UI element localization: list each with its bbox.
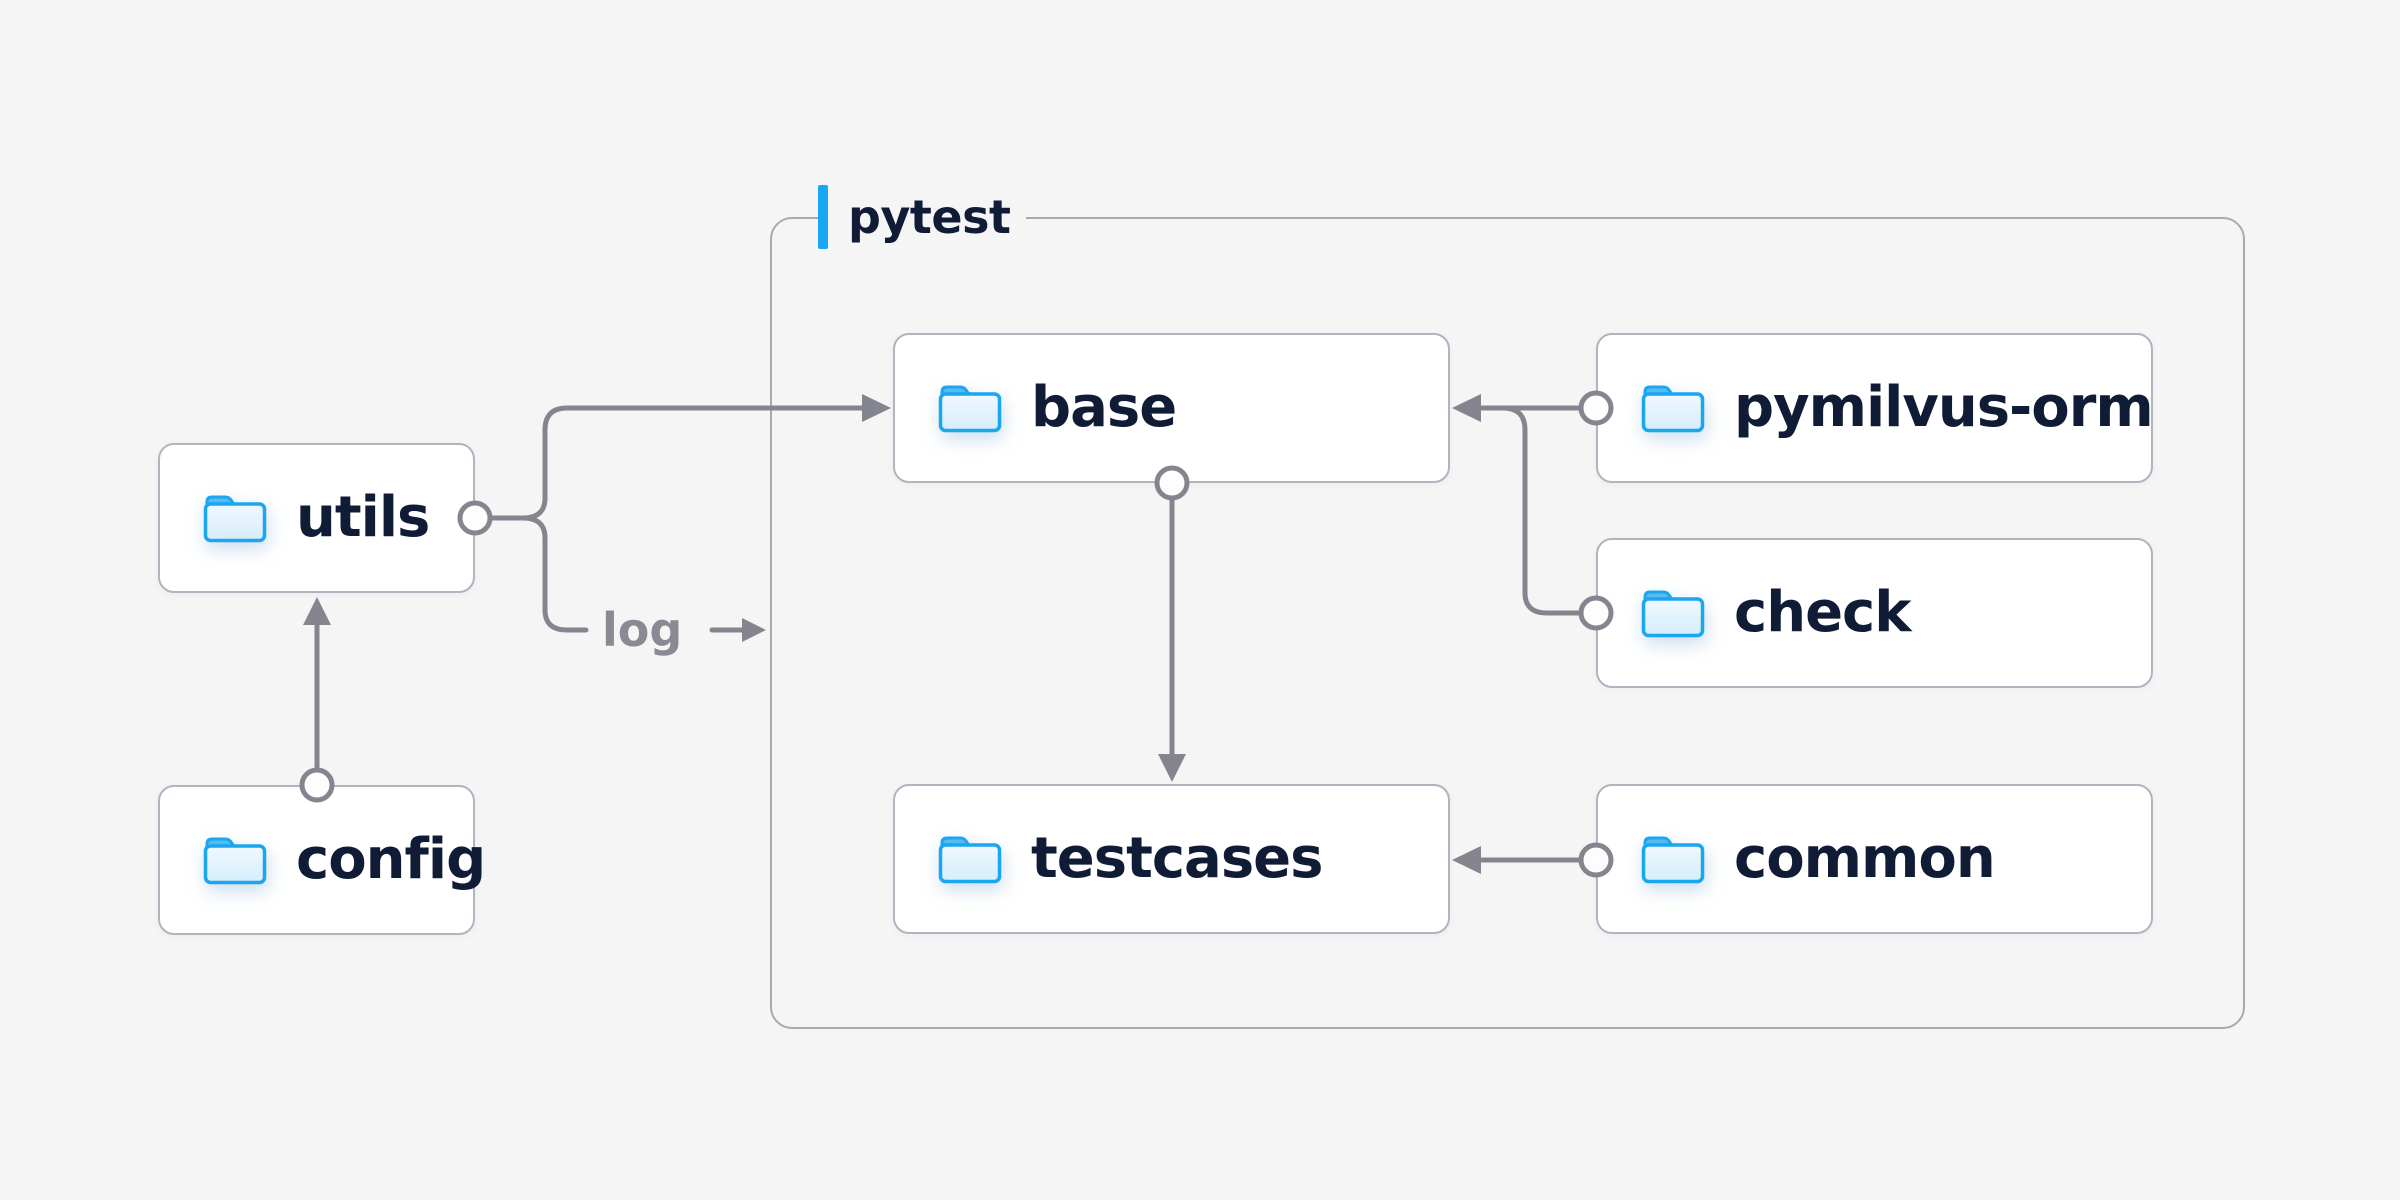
- folder-body: [1641, 843, 1705, 884]
- folder-body: [1641, 597, 1705, 638]
- folder-icon: [203, 837, 267, 885]
- folder-body: [1641, 392, 1705, 433]
- node-utils: utils: [158, 443, 475, 593]
- folder-body: [938, 843, 1002, 884]
- pytest-container-label: pytest: [818, 185, 1027, 249]
- node-label: common: [1734, 826, 1996, 891]
- edge-label-log: log: [602, 603, 683, 657]
- folder-body: [203, 502, 267, 543]
- folder-icon: [938, 836, 1002, 884]
- edge-utils-log: [489, 515, 589, 633]
- pytest-container: [770, 217, 2245, 1029]
- node-check: check: [1596, 538, 2153, 688]
- node-pymilvus-orm: pymilvus-orm: [1596, 333, 2154, 483]
- accent-bar-icon: [818, 185, 828, 249]
- node-label: config: [296, 827, 486, 892]
- node-base: base: [893, 333, 1450, 483]
- folder-body: [938, 392, 1002, 433]
- arrowhead-into-utils-bottom: [303, 597, 331, 625]
- node-config: config: [158, 785, 486, 935]
- folder-icon: [1641, 385, 1705, 433]
- folder-icon: [938, 385, 1002, 433]
- node-label: base: [1031, 375, 1177, 440]
- node-common: common: [1596, 784, 2153, 934]
- folder-icon: [1641, 836, 1705, 884]
- node-label: testcases: [1031, 826, 1323, 891]
- folder-icon: [1641, 590, 1705, 638]
- node-label: pymilvus-orm: [1734, 375, 2154, 440]
- node-label: check: [1734, 580, 1911, 645]
- arrowhead-log: [742, 618, 766, 642]
- folder-icon: [203, 495, 267, 543]
- folder-body: [203, 844, 267, 885]
- node-testcases: testcases: [893, 784, 1450, 934]
- node-label: utils: [296, 485, 430, 550]
- container-label-text: pytest: [848, 190, 1011, 244]
